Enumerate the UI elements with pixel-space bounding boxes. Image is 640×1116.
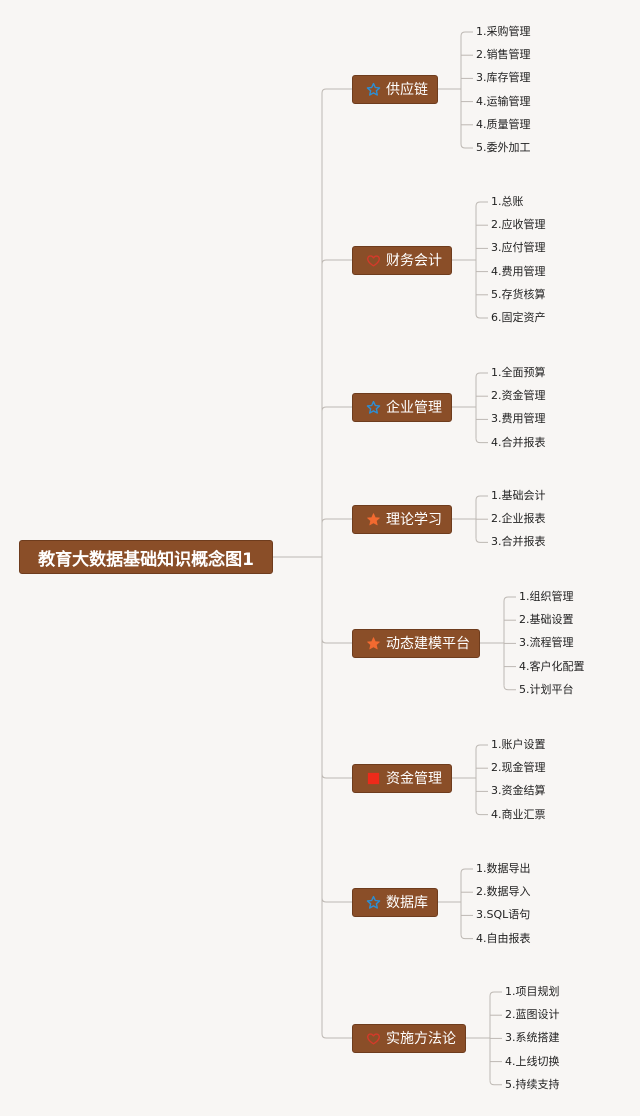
star-outline-icon <box>366 400 381 415</box>
branch-topic-5[interactable]: 动态建模平台 <box>352 628 480 658</box>
branch-topic-label: 数据库 <box>386 895 428 911</box>
subtopic-item[interactable]: 3.应付管理 <box>491 241 546 255</box>
subtopic-item[interactable]: 2.基础设置 <box>519 613 574 627</box>
subtopic-item[interactable]: 1.采购管理 <box>476 25 531 38</box>
subtopic-item[interactable]: 4.合并报表 <box>491 435 546 449</box>
heart-outline-icon <box>366 1031 381 1046</box>
star-outline-icon <box>366 895 381 910</box>
branch-topic-label: 资金管理 <box>386 771 442 787</box>
subtopic-item[interactable]: 4.费用管理 <box>491 264 546 278</box>
subtopic-item[interactable]: 3.流程管理 <box>519 636 574 650</box>
subtopic-item[interactable]: 1.账户设置 <box>491 738 546 751</box>
subtopic-item[interactable]: 4.运输管理 <box>476 94 531 108</box>
subtopic-item[interactable]: 4.质量管理 <box>476 117 531 131</box>
subtopic-item[interactable]: 4.客户化配置 <box>519 659 585 673</box>
branch-topic-label: 理论学习 <box>386 512 442 528</box>
branch-topic-3[interactable]: 企业管理 <box>352 392 452 422</box>
subtopic-item[interactable]: 2.销售管理 <box>476 48 531 62</box>
subtopic-item[interactable]: 1.基础会计 <box>491 489 546 502</box>
star-filled-icon <box>366 512 381 527</box>
subtopic-item[interactable]: 1.总账 <box>491 195 524 208</box>
subtopic-item[interactable]: 3.系统搭建 <box>505 1031 560 1045</box>
root-topic[interactable]: 教育大数据基础知识概念图1 <box>19 540 273 574</box>
subtopic-item[interactable]: 3.费用管理 <box>491 412 546 426</box>
star-filled-icon <box>366 636 381 651</box>
subtopic-item[interactable]: 2.蓝图设计 <box>505 1008 560 1022</box>
branch-topic-label: 动态建模平台 <box>386 636 470 652</box>
subtopic-item[interactable]: 2.资金管理 <box>491 389 546 403</box>
subtopic-item[interactable]: 4.商业汇票 <box>491 807 546 821</box>
branch-topic-label: 供应链 <box>386 82 428 98</box>
heart-outline-icon <box>366 253 381 268</box>
star-outline-icon <box>366 82 381 97</box>
subtopic-item[interactable]: 2.企业报表 <box>491 512 546 526</box>
root-topic-label: 教育大数据基础知识概念图1 <box>38 549 254 570</box>
subtopic-item[interactable]: 5.存货核算 <box>491 287 546 301</box>
branch-topic-7[interactable]: 数据库 <box>352 887 438 917</box>
subtopic-item[interactable]: 3.合并报表 <box>491 535 546 549</box>
subtopic-item[interactable]: 1.组织管理 <box>519 590 574 603</box>
branch-topic-label: 财务会计 <box>386 253 442 269</box>
subtopic-item[interactable]: 1.数据导出 <box>476 862 531 875</box>
subtopic-item[interactable]: 2.现金管理 <box>491 761 546 775</box>
subtopic-item[interactable]: 5.持续支持 <box>505 1077 560 1091</box>
subtopic-item[interactable]: 6.固定资产 <box>491 311 546 324</box>
subtopic-item[interactable]: 5.计划平台 <box>519 682 574 696</box>
square-filled-icon <box>366 771 381 786</box>
subtopic-item[interactable]: 5.委外加工 <box>476 141 531 154</box>
subtopic-item[interactable]: 3.资金结算 <box>491 784 546 798</box>
subtopic-item[interactable]: 2.数据导入 <box>476 885 531 899</box>
subtopic-item[interactable]: 1.全面预算 <box>491 366 546 379</box>
subtopic-item[interactable]: 3.SQL语句 <box>476 908 531 922</box>
branch-topic-6[interactable]: 资金管理 <box>352 763 452 793</box>
branch-topic-2[interactable]: 财务会计 <box>352 245 452 275</box>
branch-topic-label: 实施方法论 <box>386 1031 456 1047</box>
branch-topic-4[interactable]: 理论学习 <box>352 504 452 534</box>
subtopic-item[interactable]: 1.项目规划 <box>505 985 560 998</box>
branch-topic-1[interactable]: 供应链 <box>352 74 438 104</box>
subtopic-item[interactable]: 3.库存管理 <box>476 71 531 85</box>
branch-topic-8[interactable]: 实施方法论 <box>352 1023 466 1053</box>
subtopic-item[interactable]: 4.自由报表 <box>476 931 531 945</box>
branch-topic-label: 企业管理 <box>386 400 442 416</box>
subtopic-item[interactable]: 4.上线切换 <box>505 1054 560 1068</box>
subtopic-item[interactable]: 2.应收管理 <box>491 218 546 232</box>
